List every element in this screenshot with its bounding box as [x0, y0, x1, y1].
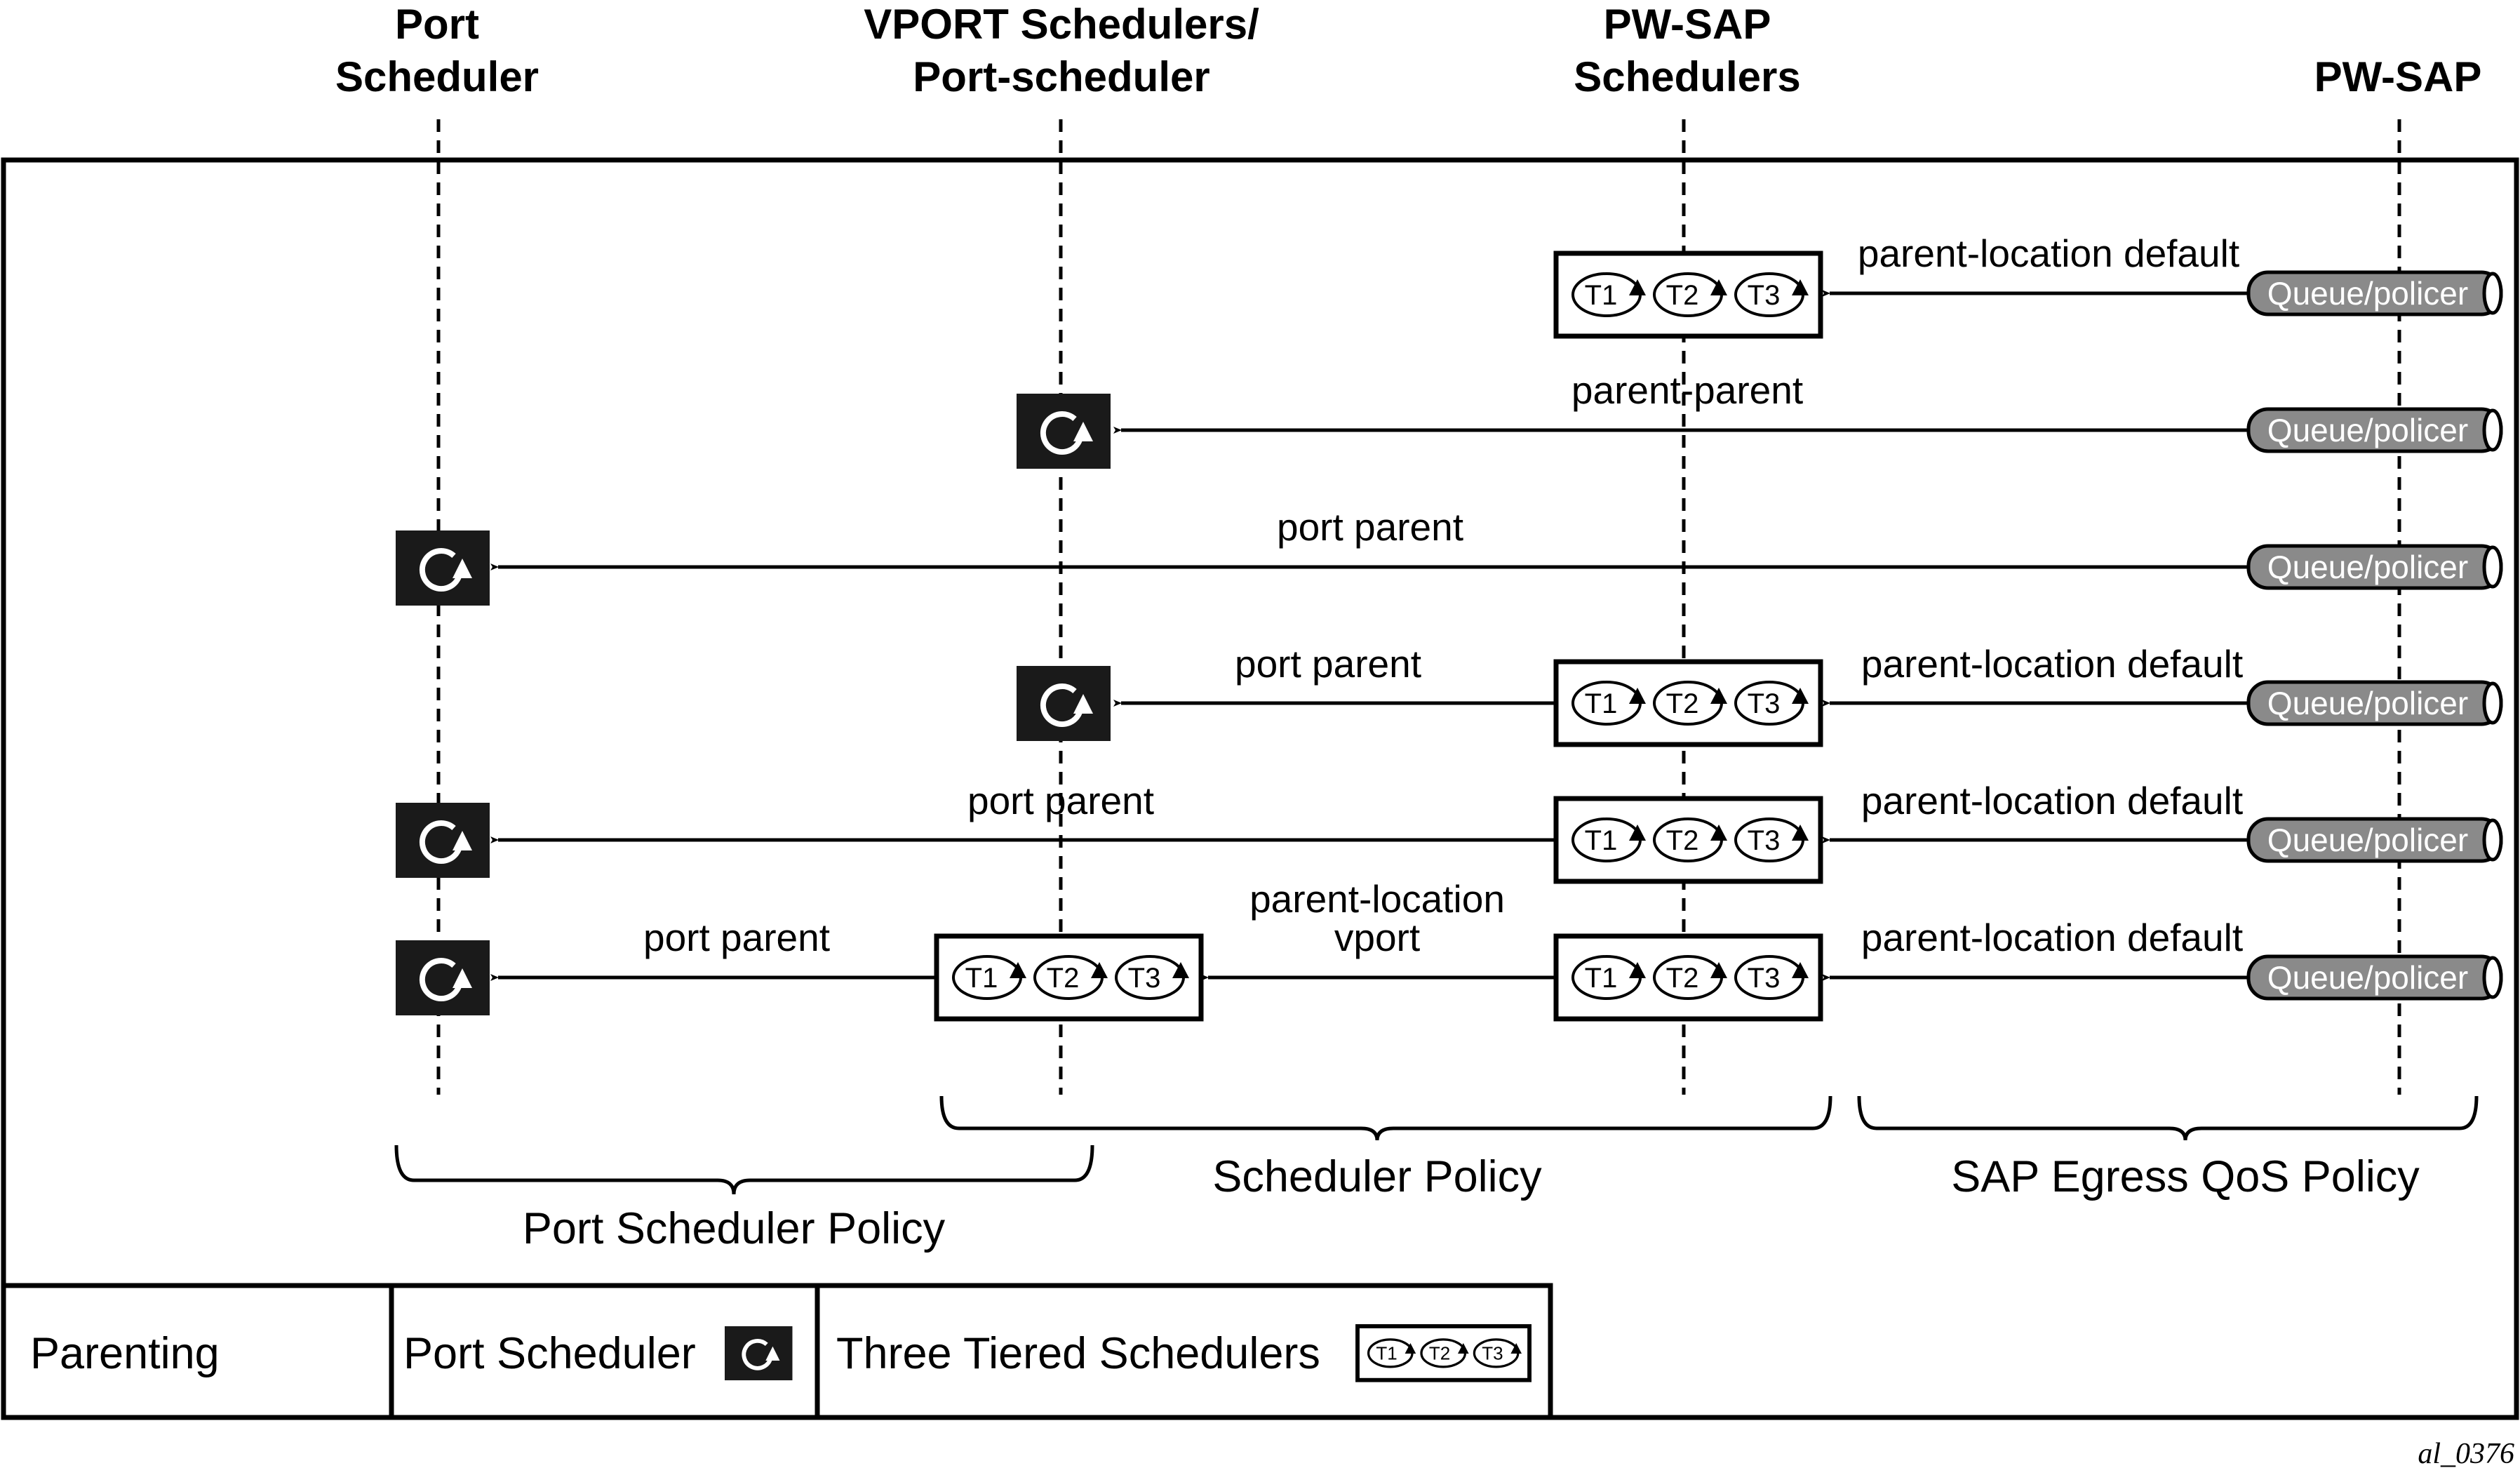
tier-2-label: T2	[1666, 963, 1699, 994]
brace-port-scheduler-policy	[394, 1144, 1094, 1195]
tier-2-label: T2	[1666, 280, 1699, 311]
legend-three-tiered-label: Three Tiered Schedulers	[836, 1329, 1320, 1378]
legend: Parenting Port Scheduler Three Tiered Sc…	[1, 1283, 1553, 1420]
row5-label-parent-location-default: parent-location default	[1861, 779, 2243, 822]
port-scheduler-icon	[396, 940, 490, 1015]
row1-label-parent-location-default: parent-location default	[1858, 232, 2239, 275]
header-pw-sap-schedulers-line2: Schedulers	[1574, 53, 1800, 100]
braces	[394, 1095, 2479, 1195]
row6-label-port-parent: port parent	[643, 916, 830, 959]
legend-tier-2-label: T2	[1429, 1342, 1450, 1363]
queue-policer-label: Queue/policer	[2267, 959, 2468, 996]
row3-label-port-parent: port parent	[1277, 505, 1463, 549]
tier-2-label: T2	[1666, 825, 1699, 856]
tier-1-label: T1	[1585, 280, 1618, 311]
tier-2-label: T2	[1666, 688, 1699, 719]
legend-port-scheduler-label: Port Scheduler	[403, 1329, 696, 1378]
row5-label-port-parent: port parent	[967, 779, 1154, 822]
header-port-scheduler-line1: Port	[395, 1, 479, 48]
three-tiered-scheduler: T1 T2 T3	[1553, 796, 1823, 884]
legend-tier-3-label: T3	[1482, 1342, 1503, 1363]
brace-scheduler-policy	[939, 1095, 1832, 1141]
header-pw-sap-schedulers-line1: PW-SAP	[1604, 1, 1771, 48]
brace-sap-egress-qos-policy	[1857, 1095, 2479, 1141]
row4-label-parent-location-default: parent-location default	[1861, 642, 2243, 686]
queue-policer: Queue/policer	[2246, 270, 2503, 316]
port-scheduler-icon	[396, 803, 490, 878]
sap-egress-qos-policy-label: SAP Egress QoS Policy	[1951, 1152, 2420, 1201]
three-tiered-scheduler: T1 T2 T3	[934, 933, 1204, 1022]
row4-label-port-parent: port parent	[1235, 642, 1421, 686]
tier-3-label: T3	[1748, 825, 1781, 856]
tier-1-label: T1	[1585, 825, 1618, 856]
queue-policer-label: Queue/policer	[2267, 549, 2468, 585]
port-scheduler-policy-label: Port Scheduler Policy	[523, 1204, 946, 1253]
row6-label-vport: vport	[1334, 916, 1420, 959]
tier-3-label: T3	[1748, 963, 1781, 994]
header-vport-schedulers-line1: VPORT Schedulers/	[864, 1, 1259, 48]
header-vport-schedulers-line2: Port-scheduler	[913, 53, 1209, 100]
row2-label-parent-parent: parent-parent	[1571, 368, 1803, 412]
legend-parenting-label: Parenting	[30, 1329, 220, 1378]
legend-three-tiered-icon: T1 T2 T3	[1355, 1324, 1532, 1382]
three-tiered-scheduler: T1 T2 T3	[1553, 251, 1823, 339]
legend-port-scheduler-icon	[725, 1326, 793, 1381]
row6-label-parent-location: parent-location	[1249, 877, 1505, 921]
header-pw-sap: PW-SAP	[2314, 53, 2482, 100]
legend-tier-1-label: T1	[1376, 1342, 1397, 1363]
queue-policer-label: Queue/policer	[2267, 685, 2468, 721]
port-scheduler-icon	[396, 530, 490, 606]
column-guides	[436, 119, 2401, 1095]
header-port-scheduler-line2: Scheduler	[335, 53, 539, 100]
tier-1-label: T1	[1585, 688, 1618, 719]
row6-label-parent-location-default: parent-location default	[1861, 916, 2243, 959]
tier-1-label: T1	[965, 963, 998, 994]
figure-id: al_0376	[2418, 1438, 2514, 1470]
queue-policer-label: Queue/policer	[2267, 822, 2468, 858]
queue-policer-label: Queue/policer	[2267, 412, 2468, 448]
port-scheduler-icon	[1017, 394, 1111, 469]
queue-policer-label: Queue/policer	[2267, 275, 2468, 312]
tier-3-label: T3	[1128, 963, 1161, 994]
tier-2-label: T2	[1047, 963, 1080, 994]
queue-policer: Queue/policer	[2246, 544, 2503, 590]
tier-1-label: T1	[1585, 963, 1618, 994]
three-tiered-scheduler: T1 T2 T3	[1553, 933, 1823, 1022]
queue-policer: Queue/policer	[2246, 954, 2503, 1001]
scheduler-policy-label: Scheduler Policy	[1212, 1152, 1542, 1201]
tier-3-label: T3	[1748, 688, 1781, 719]
queue-policer: Queue/policer	[2246, 407, 2503, 453]
three-tiered-scheduler: T1 T2 T3	[1553, 659, 1823, 747]
queue-policer: Queue/policer	[2246, 817, 2503, 863]
queue-policer: Queue/policer	[2246, 680, 2503, 726]
tier-3-label: T3	[1748, 280, 1781, 311]
port-scheduler-icon	[1017, 666, 1111, 741]
